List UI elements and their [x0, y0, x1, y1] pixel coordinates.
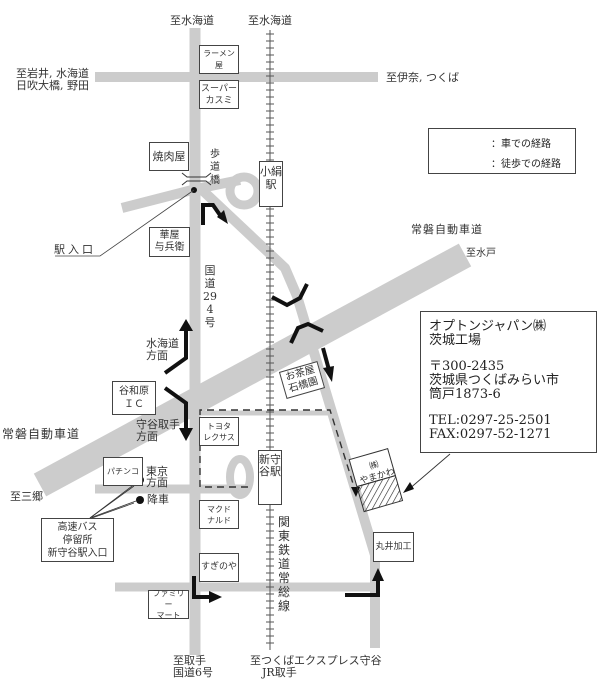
legend: ：車での経路 ：徒歩での経路: [428, 128, 576, 174]
to-mitsukaido-label-left: 至水海道: [170, 14, 214, 27]
road-footbridge-west: [120, 184, 198, 213]
to-mitsukaido-label-right: 至水海道: [248, 14, 292, 27]
legend-car-route: ：車での経路: [491, 139, 551, 150]
car-route-arrowheads: [179, 210, 384, 603]
bus-stop-box: 高速バス 停留所 新守谷駅入口: [41, 518, 114, 562]
west-label-line1: 至岩井, 水海道: [16, 67, 89, 80]
company-info-box: オプトンジャパン㈱ 茨城工場 〒300-2435 茨城県つくばみらい市 筒戸18…: [420, 311, 597, 453]
walking-routes: [199, 409, 356, 491]
shinmoriya-station: 新守谷駅: [258, 450, 282, 505]
company-plant: 茨城工場: [429, 333, 482, 348]
footbridge-symbol: [181, 172, 212, 186]
car-route-to-mitsukaido: [163, 330, 188, 375]
landmark-family-mart: ファミリー マート: [148, 589, 189, 620]
roads: [33, 28, 472, 655]
landmark-ramen: ラーメン屋: [199, 45, 239, 74]
company-postal: 〒300-2435: [429, 359, 505, 374]
yamakawa-building: [348, 448, 404, 513]
alight-label: 降車: [147, 493, 169, 506]
west-label-line2: 日吹大橋, 野田: [16, 79, 89, 92]
landmark-marui-kako: 丸井加工: [373, 532, 414, 562]
to-toride-line2: 国道6号: [173, 666, 213, 679]
landmark-hanaya: 華屋 与兵衛: [149, 227, 190, 257]
walk-route-bus-stop: [199, 409, 356, 491]
yawara-ic: 谷和原 ＩＣ: [112, 381, 156, 415]
road-loop-north: [225, 172, 263, 210]
road-joban-expressway: [33, 243, 472, 497]
factory-hatched-area: [356, 474, 404, 513]
to-tx-moriya-line2: JR取手: [262, 666, 297, 679]
legend-walk-route: ：徒歩での経路: [491, 159, 561, 170]
car-route-to-moriya: [163, 386, 188, 430]
car-route-ramp-south: [289, 321, 324, 344]
joban-expressway-east-label: 常磐自動車道: [411, 223, 483, 236]
company-fax: FAX:0297-52-1271: [429, 427, 552, 442]
company-address2: 筒戸1873-6: [429, 387, 501, 402]
landmark-super-kasumi: スーパー カスミ: [199, 80, 239, 109]
railway-kanto-joso: [266, 30, 274, 650]
car-route-ramp-north: [271, 283, 309, 308]
bus-stop-dot-alight: [136, 496, 144, 504]
landmark-yakiniku: 焼肉屋: [149, 142, 189, 171]
kotsuna-station: 小絹駅: [259, 161, 283, 207]
kanto-railway-label: 関東鉄道常総線: [277, 515, 290, 613]
landmark-suginoya: すぎのや: [199, 553, 239, 582]
landmark-mcdonalds: マクド ナルド: [199, 500, 239, 529]
mitsukaido-direction-label: 水海道 方面: [146, 337, 179, 362]
company-address1: 茨城県つくばみらい市: [429, 373, 560, 388]
to-toride-line1: 至取手: [173, 654, 206, 667]
car-route-south-east: [192, 576, 210, 599]
company-tel: TEL:0297-25-2501: [429, 413, 552, 428]
moriya-toride-direction-label: 守谷取手 方面: [136, 418, 180, 443]
car-routes: [163, 203, 380, 599]
to-tx-moriya-line1: 至つくばエクスプレス守谷: [250, 654, 382, 667]
to-sango-label: 至三郷: [10, 490, 43, 503]
landmark-pachinko: パチンコ: [103, 457, 143, 486]
car-route-to-factory: [345, 580, 380, 597]
to-mito-label: 至水戸: [466, 248, 496, 259]
route-294-label: 国道294号: [203, 264, 217, 329]
station-entrance-label: 駅入口: [54, 243, 96, 256]
footbridge-label: 歩道橋: [210, 149, 220, 186]
company-name: オプトンジャパン㈱: [429, 319, 547, 334]
road-loop-south: [226, 455, 254, 499]
landmark-toyota-lexus: トヨタ レクサス: [199, 417, 239, 446]
car-route-diagonal-south: [321, 347, 331, 371]
joban-expressway-west-label: 常磐自動車道: [2, 427, 81, 441]
station-entrance-leader: [55, 189, 195, 257]
tokyo-direction-label: 東京 方面: [146, 465, 168, 489]
factory-leader: [407, 453, 451, 491]
east-label: 至伊奈, つくば: [386, 71, 459, 84]
car-route-footbridge: [201, 203, 224, 225]
